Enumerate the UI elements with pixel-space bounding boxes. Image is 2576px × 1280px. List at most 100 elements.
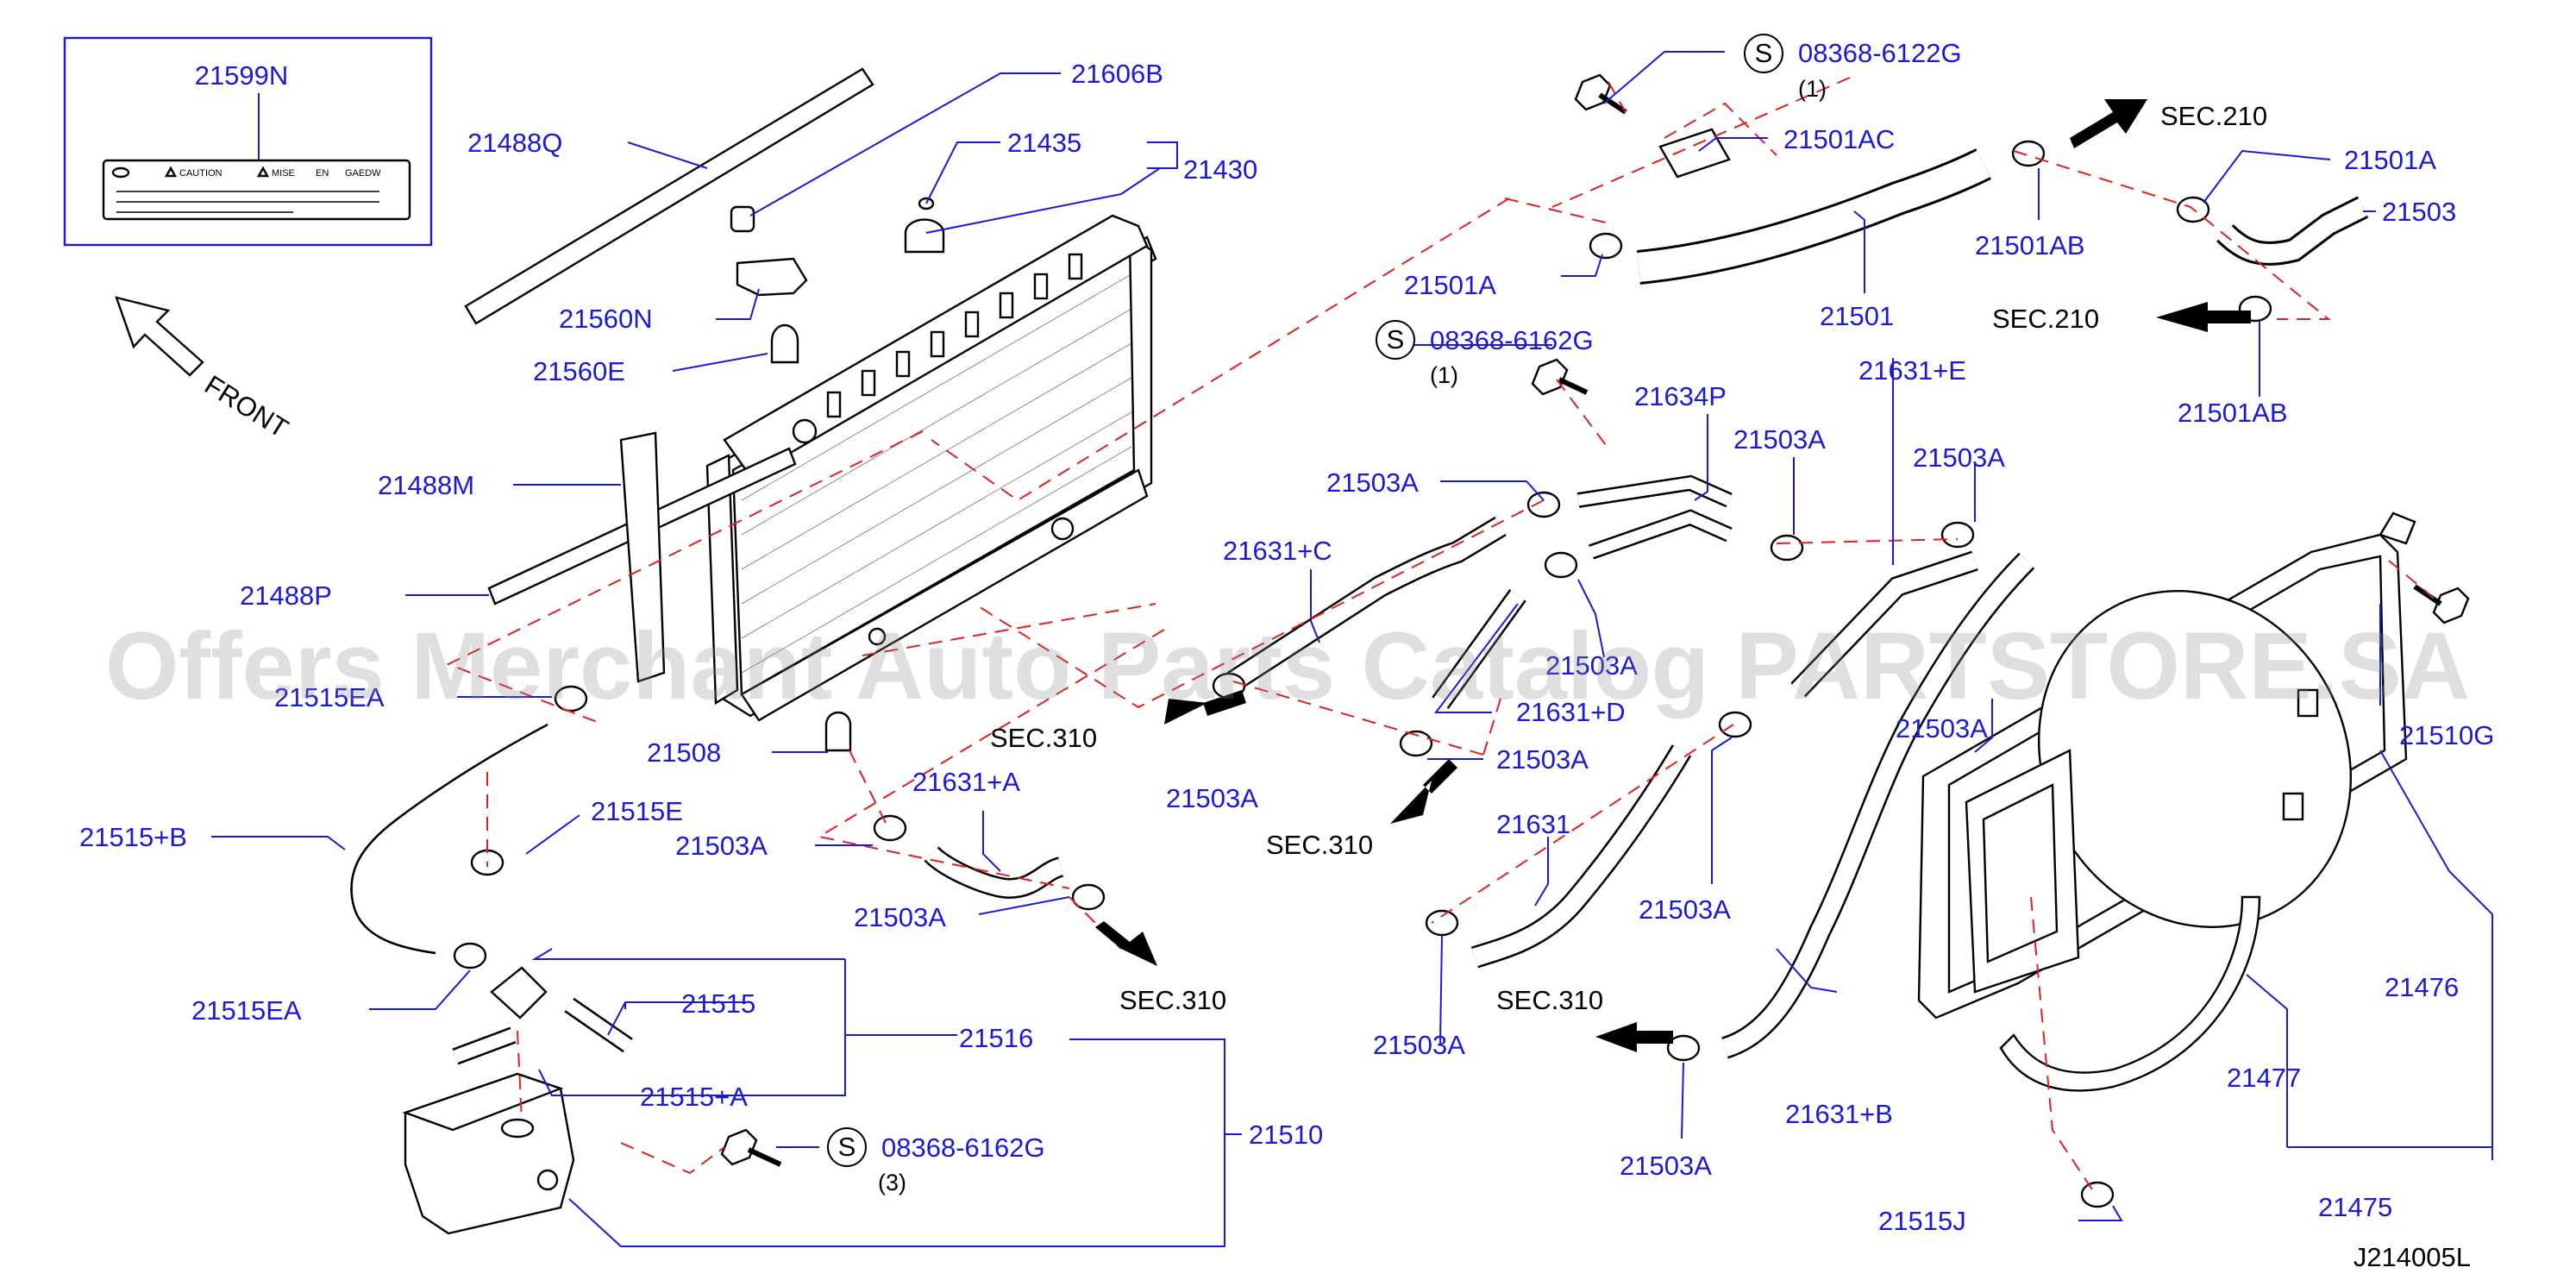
hose-21501 [1637,150,1990,282]
reservoir-tank-21510 [402,1072,575,1235]
callout-21503a-j: 21503A [1896,713,1988,744]
callout-21631b: 21631+B [1785,1099,1893,1129]
lower-shroud-21477 [1999,895,2261,1092]
clamp-21501ab-top [2011,140,2046,167]
callout-21503a-c: 21503A [1326,467,1419,498]
guide-lines [446,77,2441,1195]
clamp-21503a-d [1544,551,1578,579]
drain-21508 [824,711,852,752]
clamp-21503a-g [1425,909,1459,937]
callout-21631a: 21631+A [912,767,1020,797]
hose-21631d [1433,590,1525,708]
clamp-21503a-l2 [1071,883,1106,911]
callout-21501a-mid: 21501A [1404,270,1496,300]
label-box-21599n: 21599N CAUTION MISE EN GAEDW [63,36,433,247]
callout-21503a-i: 21503A [1620,1151,1712,1181]
svg-text:S: S [1755,38,1773,68]
bolt-21510g [2413,584,2470,624]
mount-21606b [730,205,755,233]
seal-21488m [619,431,666,683]
bolt-08368-6162g-bot [720,1128,782,1167]
hose-21515b [350,723,548,955]
callout-21515j: 21515J [1878,1206,1966,1236]
callout-21476: 21476 [2385,972,2459,1002]
callout-21516: 21516 [959,1023,1033,1053]
standard-mark-6162g-mid-icon [1376,320,1415,360]
standard-mark-6162g-bot-icon [827,1127,867,1167]
clamp-21515ea-bot [453,942,487,969]
watermark: Offers Merchant Auto Parts Catalog PARTS… [105,613,2470,719]
callout-21503a-e: 21503A [1496,744,1589,775]
clamp-21501a-mid [1589,232,1623,260]
callout-21503a-h: 21503A [1373,1030,1465,1060]
standard-marks: S (1) S (1) S (3) [827,34,1827,1195]
callout-21501ab-bot: 21501AB [2178,398,2288,428]
clamp-21503a-a [1526,491,1561,518]
qty-6162g-bot: (3) [878,1170,906,1195]
callout-21560n: 21560N [559,304,653,334]
callout-21560e: 21560E [533,356,625,386]
sec210-top: SEC.210 [2160,101,2267,131]
bush-21560e [770,323,799,364]
callout-21503a-f: 21503A [1166,783,1258,813]
callout-21503a-l1: 21503A [675,831,768,861]
arrow-sec210-bot-icon [2156,302,2251,332]
hose-21515b-outline [350,723,548,955]
callout-21634p: 21634P [1634,381,1727,411]
clamp-21503a-f [1718,711,1752,738]
bracket-21501ac [1658,128,1731,179]
connector-21516 [490,966,548,1020]
callout-21606b: 21606B [1071,59,1163,89]
sec310-d: SEC.310 [1496,985,1603,1015]
clamp-21503a-c [1940,521,1975,549]
callout-21599n: 21599N [195,60,289,91]
fan-shroud-21476 [1917,511,2416,1020]
callout-21435: 21435 [1007,128,1081,158]
qty-6162g-mid: (1) [1430,362,1458,388]
callout-08368-6122g: 08368-6122G [1798,38,1962,68]
en-text: EN [316,168,329,179]
callout-21488q: 21488Q [467,128,562,158]
callout-21510g: 21510G [2399,720,2494,750]
sec310-a: SEC.310 [990,723,1097,753]
front-arrow-icon: FRONT [115,296,293,444]
cap-21430 [904,218,945,254]
caution-text: CAUTION [179,168,223,179]
gaedw-text: GAEDW [345,168,381,179]
clamp-21503a-h [1666,1034,1701,1062]
callout-21515a: 21515+A [640,1082,748,1112]
arrow-sec310-b-icon [1390,759,1457,824]
sec310-c: SEC.310 [1119,985,1226,1015]
hose-21515 [565,999,632,1051]
hose-21503 [2218,198,2367,263]
qty-6122g: (1) [1798,76,1827,102]
callout-21508: 21508 [647,737,721,768]
hose-21631 [1471,745,1690,966]
callout-21503a-a: 21503A [1733,424,1826,455]
seal-21488q [464,67,874,325]
mise-text: MISE [272,168,295,179]
radiator [705,214,1157,722]
svg-text:S: S [838,1132,856,1162]
callout-21488m: 21488M [378,470,474,500]
pipe-21634p [1577,477,1732,558]
callout-21475: 21475 [2318,1192,2392,1222]
arrow-sec210-top-icon [2070,99,2147,148]
callout-21631e: 21631+E [1858,355,1966,386]
arrow-sec310-d-icon [1595,1022,1673,1052]
hose-21631b [1721,554,2034,1057]
drawing-id: J214005L [2353,1242,2471,1272]
bracket-21560n [736,257,808,297]
callout-08368-6162g-mid: 08368-6162G [1430,325,1594,355]
callout-21515b: 21515+B [79,822,187,852]
callout-21503: 21503 [2382,197,2456,227]
clip-21515j [2080,1181,2115,1208]
hose-21631c [1228,518,1506,689]
callout-21501ac: 21501AC [1783,124,1895,154]
clamp-21503a-b [1770,534,1804,562]
arrow-sec310-c-icon [1095,921,1157,966]
bolt-08368-6122g [1574,73,1627,115]
callout-21501a-right: 21501A [2344,145,2436,175]
callout-21510: 21510 [1249,1120,1323,1150]
callout-21631c: 21631+C [1223,536,1332,566]
